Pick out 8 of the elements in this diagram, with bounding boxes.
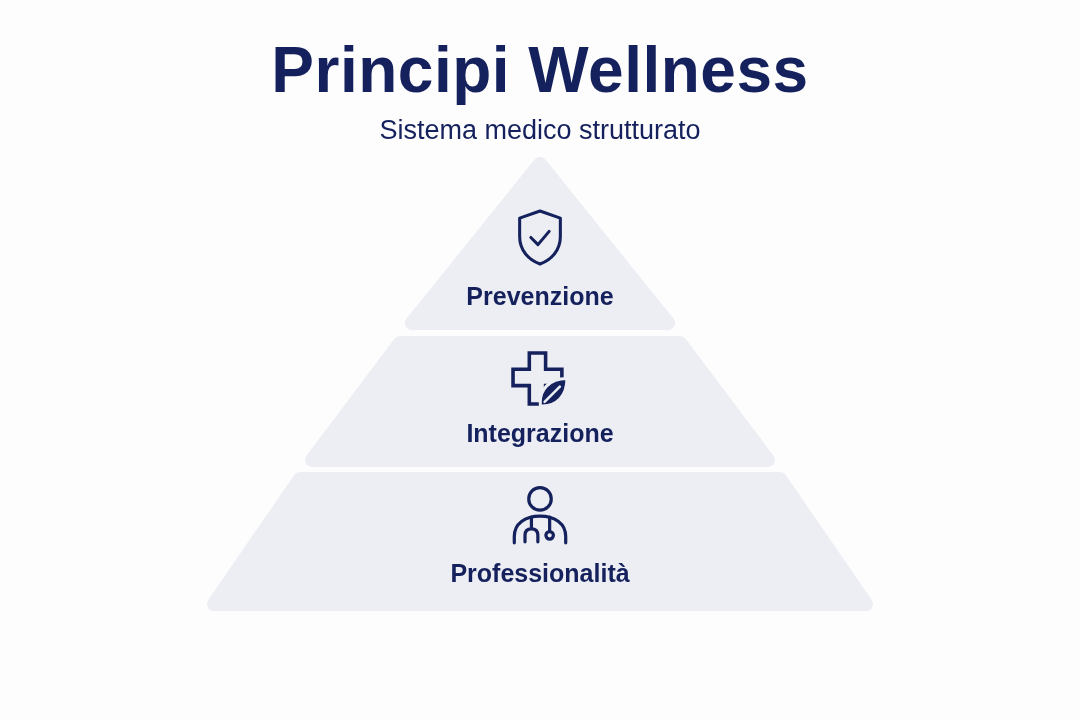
title: Principi Wellness <box>271 34 809 106</box>
pyramid-tier <box>305 336 775 467</box>
pyramid-tier <box>405 157 675 330</box>
pyramid-tier <box>207 472 873 611</box>
tier-label: Integrazione <box>466 418 614 448</box>
subtitle: Sistema medico strutturato <box>379 114 701 147</box>
tier-label: Professionalità <box>450 558 630 588</box>
tier-label: Prevenzione <box>466 281 614 311</box>
